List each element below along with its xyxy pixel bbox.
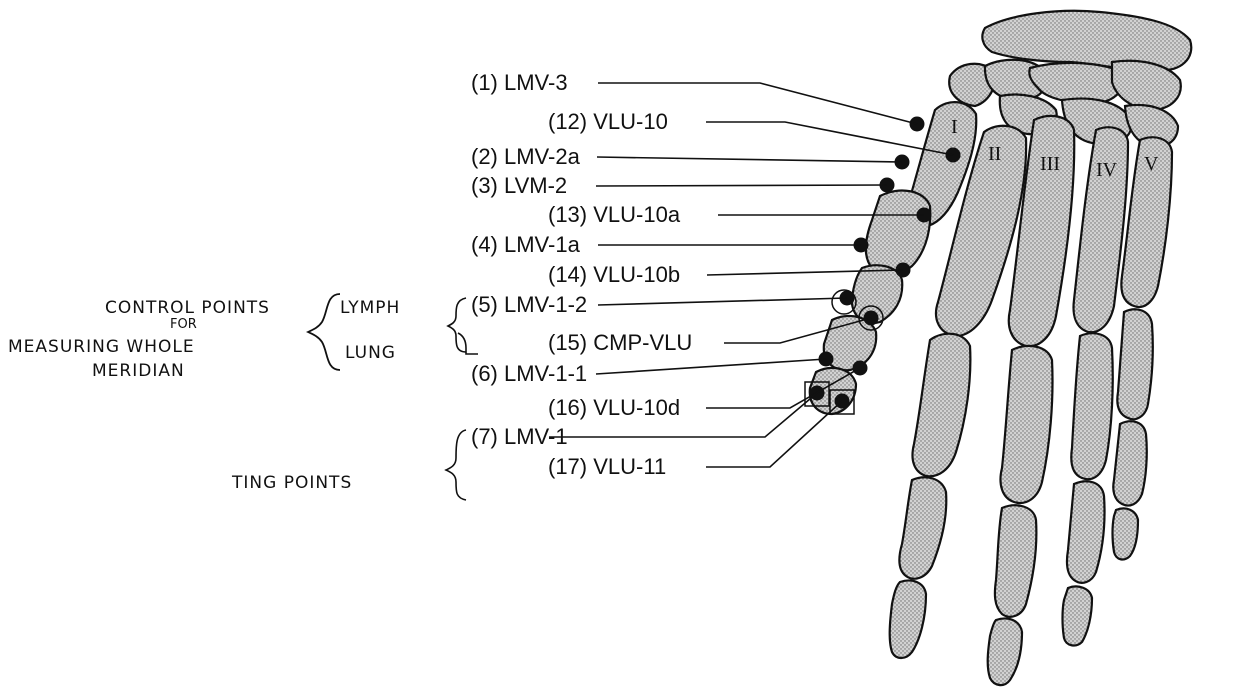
label-vlu-11: (17) VLU-11 — [548, 454, 666, 479]
annotation-measuring-whole: MEASURING WHOLE — [8, 337, 195, 357]
little-finger-bones — [1111, 136, 1174, 561]
annotation-control-points: CONTROL POINTS — [105, 298, 270, 318]
label-vlu-10d: (16) VLU-10d — [548, 395, 680, 420]
brace-lymph-lung-open — [446, 297, 467, 353]
annotation-lung: LUNG — [345, 343, 396, 363]
point-labels: (1) LMV-3 (12) VLU-10 (2) LMV-2a (3) LVM… — [471, 70, 692, 479]
point-box-vlu-11 — [829, 389, 855, 415]
annotation-meridian: MERIDIAN — [92, 361, 185, 381]
point-ring-cmp-vlu — [858, 305, 884, 331]
label-vlu-10b: (14) VLU-10b — [548, 262, 680, 287]
carpal-bones — [948, 9, 1193, 149]
label-vlu-10a: (13) VLU-10a — [548, 202, 681, 227]
digit-label-ii: II — [988, 143, 1001, 165]
index-finger-bones — [888, 124, 1028, 660]
ring-finger-bones — [1061, 126, 1130, 647]
brace-control-group — [305, 293, 341, 371]
point-box-lmv-1 — [804, 381, 830, 407]
label-lmv-1a: (4) LMV-1a — [471, 232, 581, 257]
label-lmv-1: (7) LMV-1 — [471, 424, 568, 449]
digit-label-iv: IV — [1096, 159, 1118, 181]
brace-lymph-lung-close — [457, 332, 478, 355]
label-cmp-vlu: (15) CMP-VLU — [548, 330, 692, 355]
point-ring-lmv-1-2 — [831, 289, 857, 315]
handwritten-annotations: CONTROL POINTS FOR MEASURING WHOLE MERID… — [8, 293, 478, 501]
annotation-lymph: LYMPH — [340, 298, 400, 318]
digit-label-iii: III — [1040, 153, 1060, 175]
label-lmv-3: (1) LMV-3 — [471, 70, 568, 95]
digit-label-v: V — [1144, 153, 1159, 175]
leader-lines — [549, 82, 954, 468]
label-lmv-1-2: (5) LMV-1-2 — [471, 292, 587, 317]
thumb-bones — [808, 101, 978, 416]
middle-finger-bones — [986, 114, 1076, 687]
annotation-ting-points: TING POINTS — [231, 473, 352, 493]
annotation-for: FOR — [170, 317, 197, 332]
label-vlu-10: (12) VLU-10 — [548, 109, 668, 134]
label-lvm-2: (3) LVM-2 — [471, 173, 567, 198]
brace-ting-points — [444, 429, 467, 501]
label-lmv-1-1: (6) LMV-1-1 — [471, 361, 587, 386]
digit-label-i: I — [951, 116, 958, 138]
label-lmv-2a: (2) LMV-2a — [471, 144, 581, 169]
hand-skeleton: I II III IV V — [808, 9, 1193, 687]
